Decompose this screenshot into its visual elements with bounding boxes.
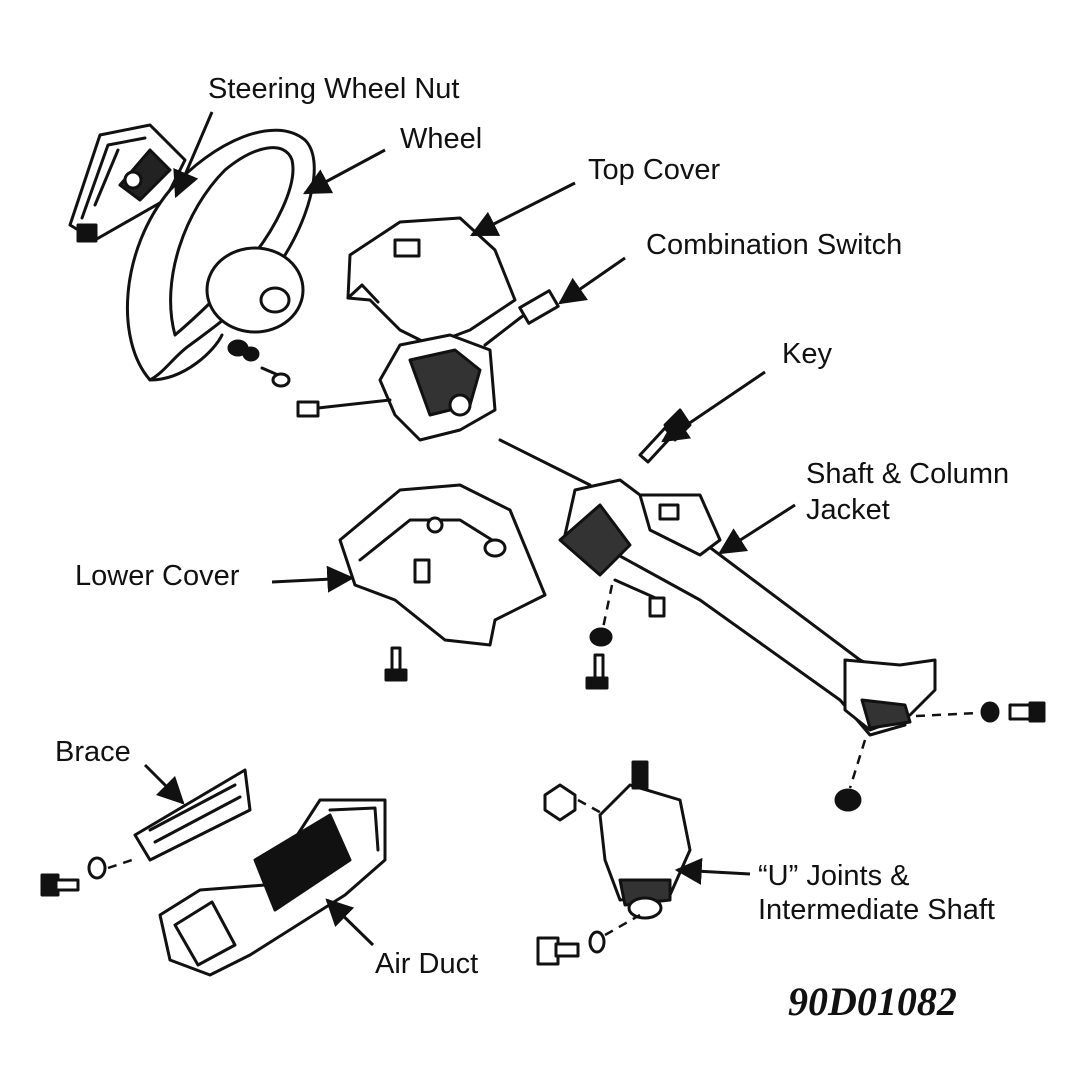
brace: [133, 768, 252, 862]
leader-arrows: [143, 111, 796, 947]
label-brace: Brace: [55, 736, 131, 768]
u-joint-nut: [543, 783, 577, 822]
label-u-joints-line2: Intermediate Shaft: [758, 894, 995, 926]
label-air-duct: Air Duct: [375, 948, 479, 980]
lower-cover-screw: [384, 646, 408, 682]
air-duct: [158, 798, 387, 977]
label-shaft-column-jacket-line1: Shaft & Column: [806, 458, 1010, 490]
lower-cover: [338, 483, 547, 647]
u-joint-bolt-and-washer: [536, 930, 606, 966]
column-bolt-and-washer: [980, 701, 1046, 723]
label-wheel: Wheel: [400, 123, 483, 155]
shaft-and-column-jacket: [498, 438, 937, 737]
label-u-joints-line1: “U” Joints &: [758, 860, 910, 892]
steering-wheel-hub-bracket: [68, 123, 187, 243]
figure-id: 90D01082: [788, 979, 957, 1024]
label-key: Key: [782, 338, 832, 370]
wheel-washer-and-bolt: [227, 339, 291, 388]
label-steering-wheel-nut: Steering Wheel Nut: [208, 73, 460, 105]
ignition-key: [638, 408, 692, 464]
top-cover: [346, 216, 517, 347]
label-combination-switch: Combination Switch: [646, 229, 903, 261]
label-shaft-column-jacket-line2: Jacket: [806, 494, 890, 526]
assembly-lines: [107, 584, 979, 937]
label-lower-cover: Lower Cover: [75, 560, 240, 592]
brace-bolt-and-washer: [40, 856, 107, 897]
column-jacket-nut-and-screw: [585, 627, 613, 690]
label-top-cover: Top Cover: [588, 154, 721, 186]
column-bottom-nut: [834, 788, 862, 812]
combination-switch: [296, 289, 560, 442]
u-joints-intermediate-shaft: [598, 760, 692, 920]
